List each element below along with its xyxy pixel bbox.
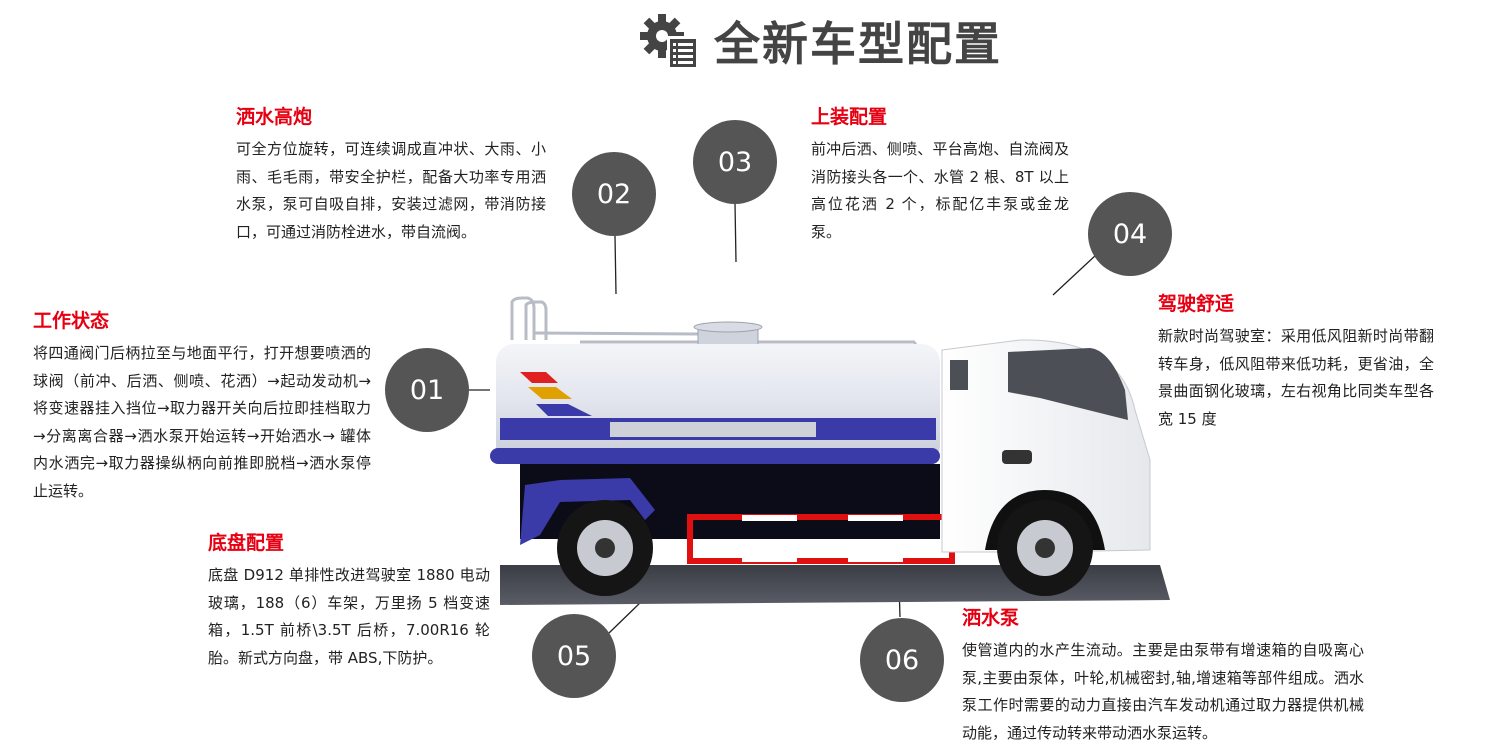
feature-driving-comfort: 驾驶舒适 新款时尚驾驶室：采用低风阻新时尚带翻转车身，低风阻带来低功耗，更省油，… xyxy=(1158,291,1434,433)
gear-list-icon xyxy=(638,12,700,70)
feature-title: 工作状态 xyxy=(33,310,110,332)
feature-chassis-configuration: 底盘配置 底盘 D912 单排性改进驾驶室 1880 电动玻璃，188（6）车架… xyxy=(208,530,490,672)
feature-description: 底盘 D912 单排性改进驾驶室 1880 电动玻璃，188（6）车架，万里扬 … xyxy=(208,566,490,667)
feature-title: 驾驶舒适 xyxy=(1158,293,1235,315)
sprinkler-truck-image xyxy=(480,280,1180,620)
feature-description: 前冲后洒、侧喷、平台高炮、自流阀及消防接头各一个、水管 2 根、8T 以上高位花… xyxy=(811,140,1069,241)
page-title: 全新车型配置 xyxy=(714,17,1002,71)
feature-title: 洒水高炮 xyxy=(236,106,313,128)
page-header: 全新车型配置 xyxy=(638,12,1002,71)
feature-marker-04: 04 xyxy=(1088,192,1172,276)
feature-marker-02: 02 xyxy=(572,152,656,236)
feature-marker-01: 01 xyxy=(385,348,469,432)
feature-description: 使管道内的水产生流动。主要是由泵带有增速箱的自吸离心泵,主要由泵体，叶轮,机械密… xyxy=(962,641,1364,742)
feature-marker-03: 03 xyxy=(693,120,777,204)
feature-description: 新款时尚驾驶室：采用低风阻新时尚带翻转车身，低风阻带来低功耗，更省油，全景曲面钢… xyxy=(1158,327,1434,428)
feature-water-pump: 洒水泵 使管道内的水产生流动。主要是由泵带有增速箱的自吸离心泵,主要由泵体，叶轮… xyxy=(962,605,1364,747)
feature-body-configuration: 上装配置 前冲后洒、侧喷、平台高炮、自流阀及消防接头各一个、水管 2 根、8T … xyxy=(811,104,1069,246)
feature-marker-05: 05 xyxy=(532,614,616,698)
feature-work-status: 工作状态 将四通阀门后柄拉至与地面平行，打开想要喷洒的球阀（前冲、后洒、侧喷、花… xyxy=(33,308,371,505)
feature-marker-06: 06 xyxy=(860,618,944,702)
feature-water-cannon: 洒水高炮 可全方位旋转，可连续调成直冲状、大雨、小雨、毛毛雨，带安全护栏，配备大… xyxy=(236,104,546,246)
feature-title: 底盘配置 xyxy=(208,532,285,554)
feature-title: 洒水泵 xyxy=(962,607,1020,629)
feature-title: 上装配置 xyxy=(811,106,888,128)
feature-description: 将四通阀门后柄拉至与地面平行，打开想要喷洒的球阀（前冲、后洒、侧喷、花洒）→起动… xyxy=(33,344,371,500)
feature-description: 可全方位旋转，可连续调成直冲状、大雨、小雨、毛毛雨，带安全护栏，配备大功率专用洒… xyxy=(236,140,546,241)
